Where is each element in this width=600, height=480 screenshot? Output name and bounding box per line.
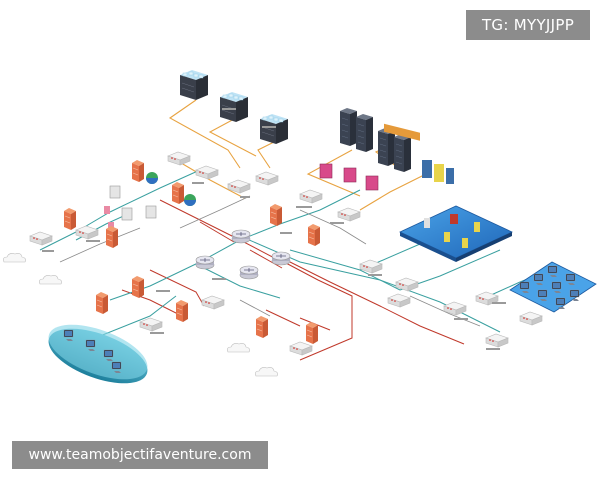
switch-icon (485, 333, 509, 348)
switch-icon (195, 165, 219, 180)
firewall-icon (307, 223, 321, 247)
storage-cluster (339, 107, 454, 184)
firewall-icon (95, 291, 109, 315)
watermark-badge-bottom: www.teamobjectifaventure.com (12, 441, 268, 469)
firewall-icon (105, 225, 119, 249)
left-core-cluster (104, 159, 196, 230)
firewall-icon (269, 203, 283, 227)
cloud-icon (39, 275, 62, 285)
firewall-icon (63, 207, 77, 231)
platform-node-icon (450, 214, 458, 224)
ups-icon (434, 164, 444, 182)
router-icon (239, 265, 259, 280)
client-platform (509, 261, 597, 313)
security-appliance-icon (319, 163, 333, 179)
globe-icon (146, 172, 158, 184)
server-rack-icon (179, 69, 209, 101)
switch-icon (139, 317, 163, 332)
switch-icon (519, 311, 543, 326)
switch-icon (201, 295, 225, 310)
storage-shelf (384, 123, 420, 141)
server-rack-icon (219, 91, 249, 123)
router-icon (231, 229, 251, 244)
server-rack-icon (259, 113, 289, 145)
ups-icon (446, 168, 454, 184)
watermark-badge-top: TG: MYYJJPP (466, 10, 590, 40)
gray-links (59, 195, 481, 327)
cloud-icon (255, 367, 278, 377)
switch-icon (167, 151, 191, 166)
switch-icon (387, 293, 411, 308)
switch-icon (29, 231, 53, 246)
pink-device-icon (104, 206, 110, 214)
firewall-icon (305, 321, 319, 345)
data-platform (399, 205, 513, 262)
server-box-icon (145, 205, 157, 219)
storage-array-icon (339, 107, 358, 147)
switch-icon (299, 189, 323, 204)
orange-links (168, 99, 431, 211)
switch-icon (395, 277, 419, 292)
server-box-icon (109, 185, 121, 199)
server-rack-icon (131, 159, 145, 183)
device-labels (42, 108, 506, 350)
platform-node-icon (444, 232, 450, 242)
switch-icon (337, 207, 361, 222)
client-access-oval (48, 324, 148, 384)
security-devices (319, 163, 379, 191)
firewall-icon (131, 275, 145, 299)
router-icon (271, 251, 291, 266)
cloud-icon (3, 253, 26, 263)
platform-node-icon (462, 238, 468, 248)
storage-array-icon (393, 133, 412, 173)
switch-icon (289, 341, 313, 356)
firewall-icon (175, 299, 189, 323)
router-icon (195, 255, 215, 270)
switch-icon (75, 225, 99, 240)
security-appliance-icon (343, 167, 357, 183)
platform-node-icon (474, 222, 480, 232)
platform-node-icon (424, 218, 430, 228)
storage-array-icon (355, 113, 374, 153)
security-appliance-icon (365, 175, 379, 191)
switch-icon (255, 171, 279, 186)
globe-icon (184, 194, 196, 206)
cloud-icon (227, 343, 250, 353)
ups-icon (422, 160, 432, 178)
firewall-icon (255, 315, 269, 339)
server-rack-icon (171, 181, 185, 205)
server-box-icon (121, 207, 133, 221)
